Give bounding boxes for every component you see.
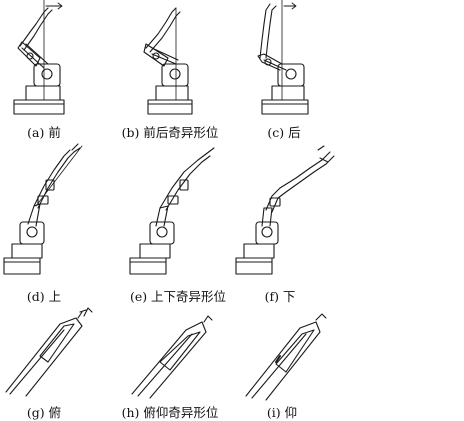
- panel-c-robot: [257, 0, 309, 115]
- panel-a-robot: [13, 0, 65, 115]
- caption-g: (g) 俯: [26, 405, 62, 420]
- panel-b-robot: [143, 7, 193, 115]
- panel-e-robot: [129, 147, 215, 275]
- caption-h: (h) 俯仰奇异形位: [121, 405, 219, 420]
- caption-f: (f) 下: [264, 289, 296, 304]
- caption-b: (b) 前后奇异形位: [121, 125, 219, 140]
- panel-i-wrist: [245, 313, 327, 401]
- panel-d-robot: [3, 143, 83, 275]
- caption-e: (e) 上下奇异形位: [129, 289, 227, 304]
- caption-d: (d) 上: [26, 289, 62, 304]
- panel-f-robot: [235, 145, 335, 275]
- caption-i: (i) 仰: [266, 405, 298, 420]
- panel-h-wrist: [131, 315, 213, 399]
- caption-a: (a) 前: [27, 125, 61, 140]
- caption-c: (c) 后: [267, 125, 301, 140]
- panel-g-wrist: [5, 307, 93, 397]
